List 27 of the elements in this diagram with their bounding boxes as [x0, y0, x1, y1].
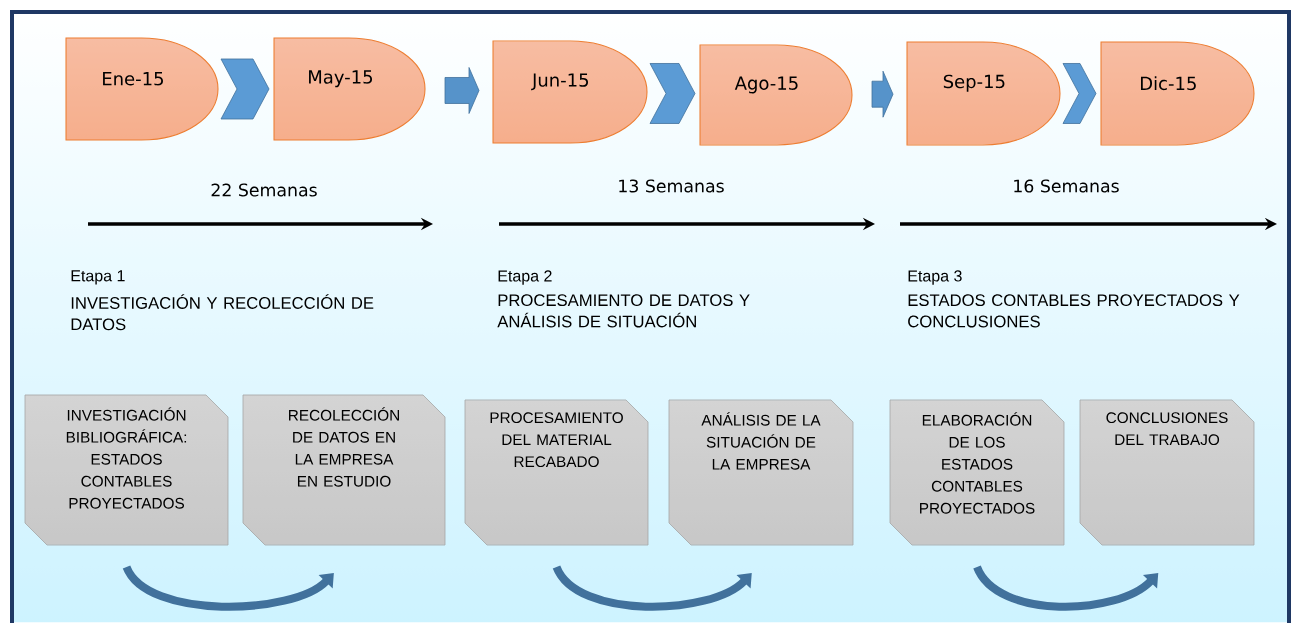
stage-title: INVESTIGACIÓN Y RECOLECCIÓN DE DATOS	[71, 294, 374, 331]
curved-arrow	[973, 565, 1159, 611]
duration-label: 22 Semanas	[211, 183, 317, 197]
stage-title: PROCESAMIENTO DE DATOS Y ANÁLISIS DE SITUACIÓN	[497, 294, 750, 328]
duration-label: 16 Semanas	[1014, 179, 1119, 193]
task-box: INVESTIGACIÓN BIBLIOGRÁFICA: ESTADOS CONTABLES PROYECTADOS	[24, 394, 229, 546]
task-box: RECOLECCIÓN DE DATOS EN LA EMPRESA EN ESTUDIO	[242, 394, 446, 546]
date-box: May-15	[273, 37, 426, 141]
date-box: Ago-15	[699, 44, 853, 146]
stage-label: Etapa 3	[908, 270, 962, 285]
chevron-arrow	[1062, 63, 1097, 124]
task-box: ELABORACIÓN DE LOS ESTADOS CONTABLES PROYECTADOS	[889, 399, 1065, 546]
task-box: PROCESAMIENTO DEL MATERIAL RECABADO	[464, 399, 649, 546]
task-box: CONCLUSIONES DEL TRABAJO	[1079, 399, 1255, 546]
block-arrow	[444, 67, 480, 114]
curved-arrow	[123, 564, 334, 611]
task-box: ANÁLISIS DE LA SITUACIÓN DE LA EMPRESA	[668, 399, 854, 546]
chevron-arrow	[649, 63, 696, 124]
curved-arrow	[553, 564, 752, 611]
date-box: Ene-15	[65, 37, 219, 141]
block-arrow	[871, 70, 894, 118]
stage-title: ESTADOS CONTABLES PROYECTADOS Y CONCLUSIONES	[908, 294, 1240, 328]
chevron-arrow	[220, 58, 270, 120]
stage-label: Etapa 1	[71, 270, 125, 285]
stage-label: Etapa 2	[498, 270, 552, 285]
duration-label: 13 Semanas	[619, 179, 724, 193]
date-box: Jun-15	[492, 40, 648, 144]
